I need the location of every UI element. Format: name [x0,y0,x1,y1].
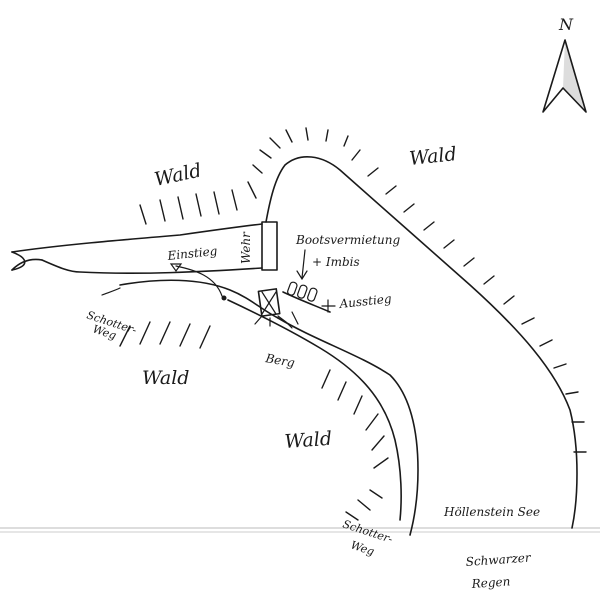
forest-label-top-left: Wald [152,160,203,191]
boat-icon [287,281,318,302]
forest-label-mid: Wald [284,428,333,453]
mountain-label: Berg [263,351,296,370]
weir-label: Wehr [239,231,253,264]
boarding-label: Einstieg [166,244,218,263]
boarding-dot [221,295,227,301]
mountain-icon [254,288,299,329]
forest-label-top-right: Wald [408,143,457,170]
river-label-line2: Regen [470,574,511,591]
triangle-marker-icon [169,263,183,273]
river-label-line1: Schwarzer [465,550,532,569]
exit-label: Ausstieg [338,292,393,312]
west-inlet [11,223,263,275]
boat-rental-label-line1: Bootsvermietung [295,233,400,247]
north-label: N [558,15,574,34]
forest-hatching [119,127,587,521]
boarding-line [175,265,223,297]
lake-outline [119,155,578,536]
gravel-path-top [101,287,121,296]
exit-marker-icon [321,299,336,313]
gravel-path-bottom-label-line1: Schotter- [341,517,394,545]
north-arrow-icon [542,39,587,113]
arrow-down-icon [296,249,308,281]
lake-label: Höllenstein See [443,505,540,519]
boat-rental-label-line2: + Imbis [312,255,360,269]
forest-label-mid-left: Wald [142,367,189,389]
gravel-path-bottom-label-line2: Weg [349,538,376,558]
weir-rectangle-icon [261,221,278,271]
